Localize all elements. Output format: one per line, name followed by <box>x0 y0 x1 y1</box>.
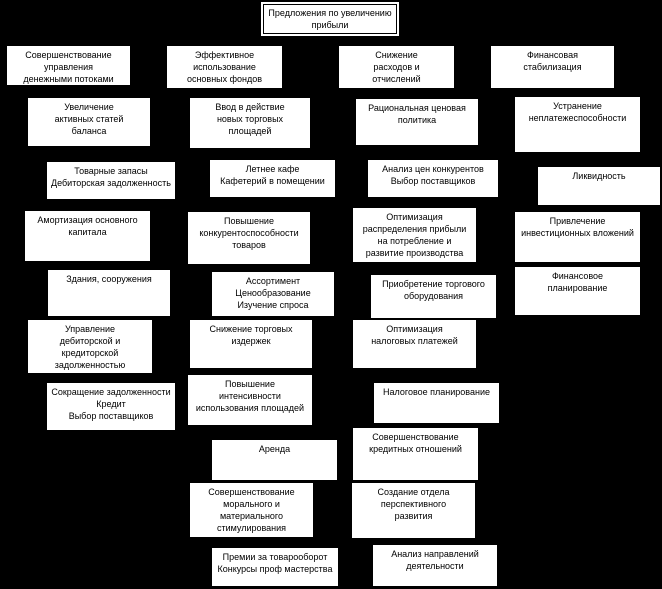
node-expense-reduction: Снижение расходов и отчислений <box>339 46 454 88</box>
node-trade-cost-reduction: Снижение торговых издержек <box>190 320 312 368</box>
node-insolvency-elimination: Устранение неплатежеспособности <box>515 97 640 152</box>
node-activity-analysis: Анализ направлений деятельности <box>373 545 497 586</box>
node-space-use-intensity: Повышение интенсивности использования пл… <box>188 375 312 425</box>
node-financial-planning: Финансовое планирование <box>515 267 640 315</box>
node-investment-attraction: Привлечение инвестиционных вложений <box>515 212 640 262</box>
node-debt-reduction-credit-suppliers: Сокращение задолженности Кредит Выбор по… <box>47 383 175 430</box>
diagram-title: Предложения по увеличению прибыли <box>261 2 399 36</box>
node-effective-fixed-assets-use: Эффективное использование основных фондо… <box>167 46 282 88</box>
node-tax-payment-optimization: Оптимизация налоговых платежей <box>353 320 476 368</box>
node-receivables-payables-management: Управление дебиторской и кредиторской за… <box>28 320 152 373</box>
node-profit-distribution-optimization: Оптимизация распределения прибыли на пот… <box>353 208 476 262</box>
node-product-competitiveness: Повышение конкурентоспособности товаров <box>188 212 310 264</box>
node-increase-active-balance-items: Увеличение активных статей баланса <box>28 98 150 146</box>
node-inventory-receivables: Товарные запасы Дебиторская задолженност… <box>47 162 175 199</box>
node-fixed-capital-depreciation: Амортизация основного капитала <box>25 211 150 261</box>
node-summer-cafe-indoor-cafeteria: Летнее кафе Кафетерий в помещении <box>210 160 335 197</box>
node-assortment-pricing-demand: Ассортимент Ценообразование Изучение спр… <box>212 272 334 316</box>
node-rational-pricing-policy: Рациональная ценовая политика <box>356 99 478 145</box>
node-new-retail-space: Ввод в действие новых торговых площадей <box>190 98 310 148</box>
node-cash-flow-management: Совершенствование управления денежными п… <box>7 46 130 85</box>
node-competitor-price-analysis: Анализ цен конкурентов Выбор поставщиков <box>368 160 498 197</box>
node-liquidity: Ликвидность <box>538 167 660 205</box>
node-turnover-bonuses-competitions: Премии за товарооборот Конкурсы проф мас… <box>212 548 338 586</box>
node-buildings-structures: Здания, сооружения <box>48 270 170 316</box>
node-development-department: Создание отдела перспективного развития <box>352 483 475 538</box>
node-trade-equipment-purchase: Приобретение торгового оборудования <box>371 275 496 318</box>
node-tax-planning: Налоговое планирование <box>374 383 499 423</box>
node-credit-relations-improvement: Совершенствование кредитных отношений <box>353 428 478 480</box>
node-financial-stabilization: Финансовая стабилизация <box>491 46 614 88</box>
node-incentives-improvement: Совершенствование морального и материаль… <box>190 483 313 537</box>
node-rent: Аренда <box>212 440 337 480</box>
